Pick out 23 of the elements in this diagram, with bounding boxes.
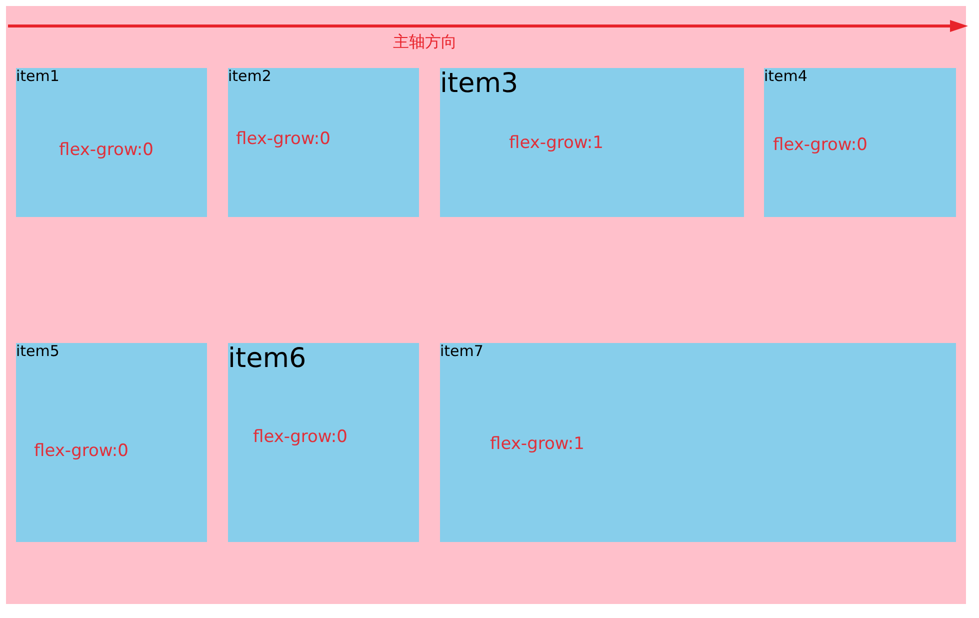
- flex-item: [440, 343, 956, 542]
- flex-item: [16, 343, 207, 542]
- flex-item: [228, 343, 419, 542]
- item-label: item4: [764, 68, 808, 86]
- property-label: flex-grow:0: [253, 428, 348, 448]
- property-label: flex-grow:0: [34, 442, 128, 462]
- property-label: flex-grow:1: [509, 134, 604, 154]
- item-label: item2: [228, 68, 272, 86]
- flex-item: [764, 68, 956, 217]
- item-label: item1: [16, 68, 60, 86]
- item-label: item5: [16, 343, 60, 360]
- flex-container: [6, 6, 966, 604]
- flex-item: [228, 68, 419, 217]
- property-label: flex-grow:0: [236, 130, 330, 150]
- item-label: item6: [228, 343, 306, 374]
- property-label: flex-grow:0: [773, 136, 868, 156]
- axis-label: 主轴方向: [393, 33, 457, 52]
- flex-item: [16, 68, 207, 217]
- item-label: item3: [440, 68, 518, 100]
- flex-item: [440, 68, 744, 217]
- property-label: flex-grow:1: [490, 435, 584, 455]
- property-label: flex-grow:0: [59, 141, 154, 161]
- item-label: item7: [440, 343, 484, 360]
